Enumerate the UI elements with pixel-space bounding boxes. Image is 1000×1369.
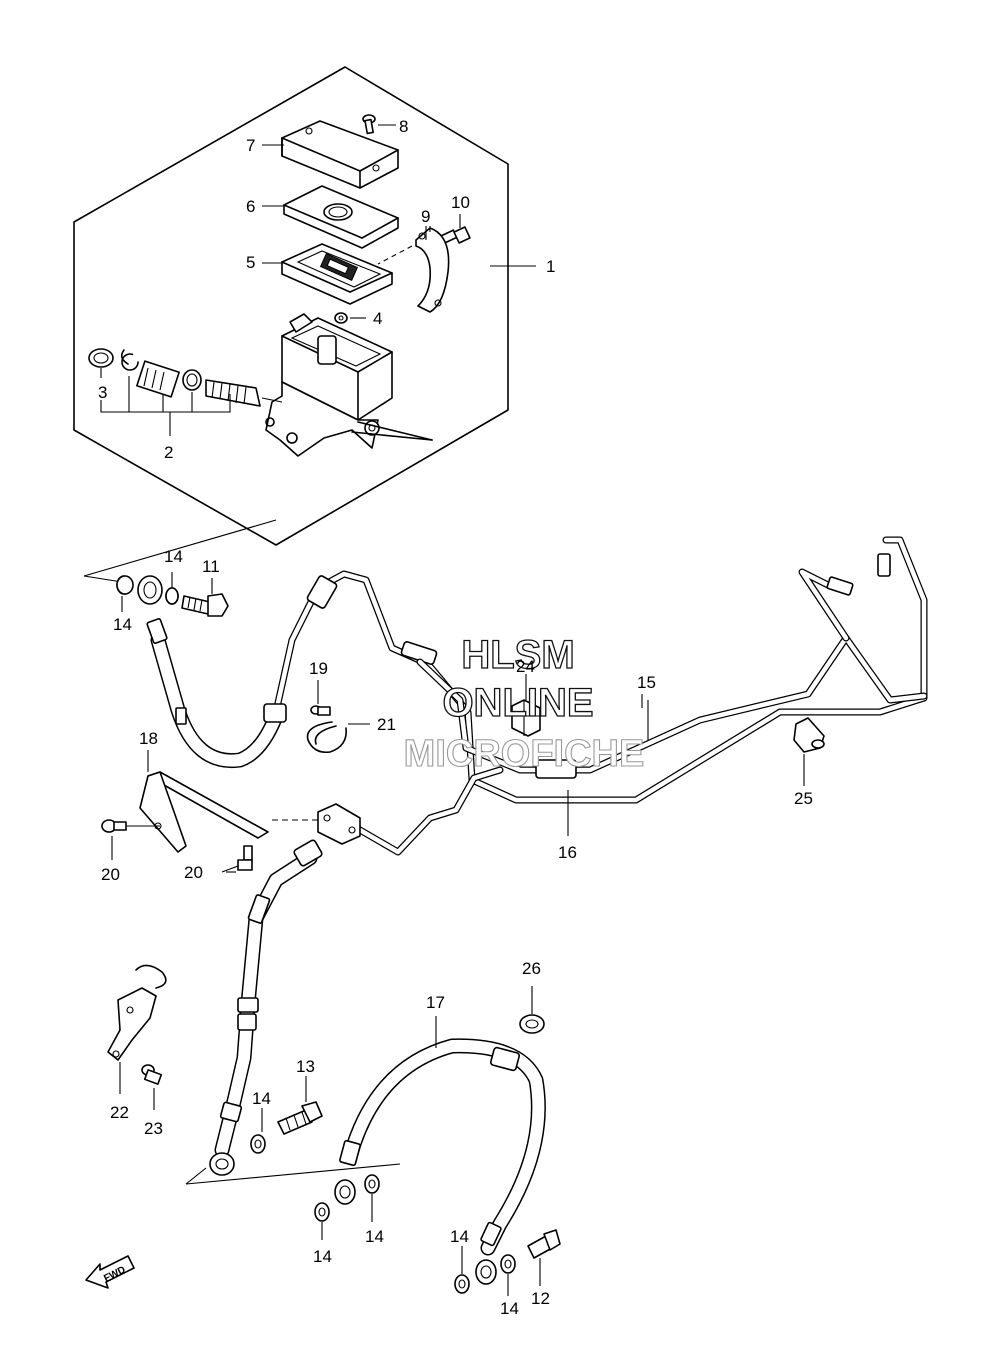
callout-10: 10	[451, 193, 470, 212]
callout-9: 9	[421, 207, 430, 226]
handlebar-clamp-illustration	[377, 226, 450, 313]
washer-14-d	[364, 1174, 380, 1222]
nut-4-illustration	[334, 312, 366, 324]
bolt-20-left	[101, 819, 127, 860]
callout-leader-lines	[211, 144, 643, 873]
callout-13: 13	[296, 1057, 315, 1076]
piston-kit-illustration	[88, 348, 283, 436]
bolt-13-illustration	[277, 1076, 323, 1135]
callout-12: 12	[531, 1289, 550, 1308]
screw-8-illustration	[362, 114, 396, 135]
master-cylinder-body-illustration	[265, 313, 433, 457]
diaphragm-illustration	[281, 243, 393, 305]
callout-2: 2	[164, 443, 173, 462]
callout-labels: 1 2 3 4 5 6 7 8 9 10 11 12 13 14 14 14 1…	[98, 117, 813, 1318]
callout-4: 4	[373, 309, 382, 328]
callout-19: 19	[309, 659, 328, 678]
watermark-line-2: ONLINE	[442, 681, 593, 725]
callout-17: 17	[426, 993, 445, 1012]
callout-3: 3	[98, 383, 107, 402]
watermark-line-1: HLSM	[461, 633, 574, 677]
clamp-21-illustration	[306, 721, 370, 754]
callout-21: 21	[377, 715, 396, 734]
brake-pipe-15	[416, 553, 928, 774]
callout-8: 8	[399, 117, 408, 136]
callout-22: 22	[110, 1103, 129, 1122]
master-cylinder-assembly-frame	[73, 66, 536, 546]
callout-1: 1	[546, 257, 555, 276]
washer-14-b	[165, 572, 179, 605]
bolt-23-illustration	[141, 1064, 163, 1110]
callout-14-a: 14	[164, 547, 183, 566]
reservoir-cap-illustration	[281, 120, 399, 189]
washer-14-a	[116, 575, 134, 612]
callout-20-a: 20	[101, 865, 120, 884]
callout-11: 11	[202, 557, 220, 576]
bolt-19-illustration	[310, 680, 331, 716]
clamp-25-illustration	[793, 717, 825, 786]
callout-25: 25	[794, 789, 813, 808]
brake-hose-17	[334, 1016, 546, 1285]
bracket-22-illustration	[107, 964, 167, 1094]
callout-14-b: 14	[113, 615, 132, 634]
washer-14-f	[454, 1246, 470, 1294]
callout-14-g: 14	[500, 1299, 519, 1318]
callout-24: 24	[516, 657, 535, 676]
forward-arrow-icon: FWD	[85, 1255, 135, 1289]
bolt-12-illustration	[527, 1229, 561, 1286]
washer-14-e	[250, 1108, 266, 1154]
connection-lines	[83, 519, 401, 1185]
callout-14-d: 14	[313, 1247, 332, 1266]
brake-junction-block	[268, 803, 361, 845]
washer-14-g	[500, 1254, 516, 1296]
callout-16: 16	[558, 843, 577, 862]
callout-5: 5	[246, 253, 255, 272]
brake-pipe-16	[356, 759, 577, 856]
washer-14-c	[314, 1202, 330, 1240]
callout-18: 18	[139, 729, 158, 748]
callout-23: 23	[144, 1119, 163, 1138]
diaphragm-plate-illustration	[283, 185, 399, 249]
callout-14-c: 14	[252, 1089, 271, 1108]
bolt-20-right	[226, 845, 253, 873]
watermark-line-3: MICROFICHE	[404, 733, 645, 775]
callout-6: 6	[246, 197, 255, 216]
callout-14-f: 14	[450, 1227, 469, 1246]
callout-7: 7	[246, 136, 255, 155]
callout-20-b: 20	[184, 863, 203, 882]
callout-15: 15	[637, 673, 656, 692]
lower-brake-hose	[209, 839, 323, 1176]
watermark: HLSM ONLINE MICROFICHE	[403, 632, 645, 775]
clamp-24-illustration	[511, 674, 541, 737]
callout-26: 26	[522, 959, 541, 978]
clamp-26-illustration	[519, 986, 545, 1034]
callout-14-e: 14	[365, 1227, 384, 1246]
